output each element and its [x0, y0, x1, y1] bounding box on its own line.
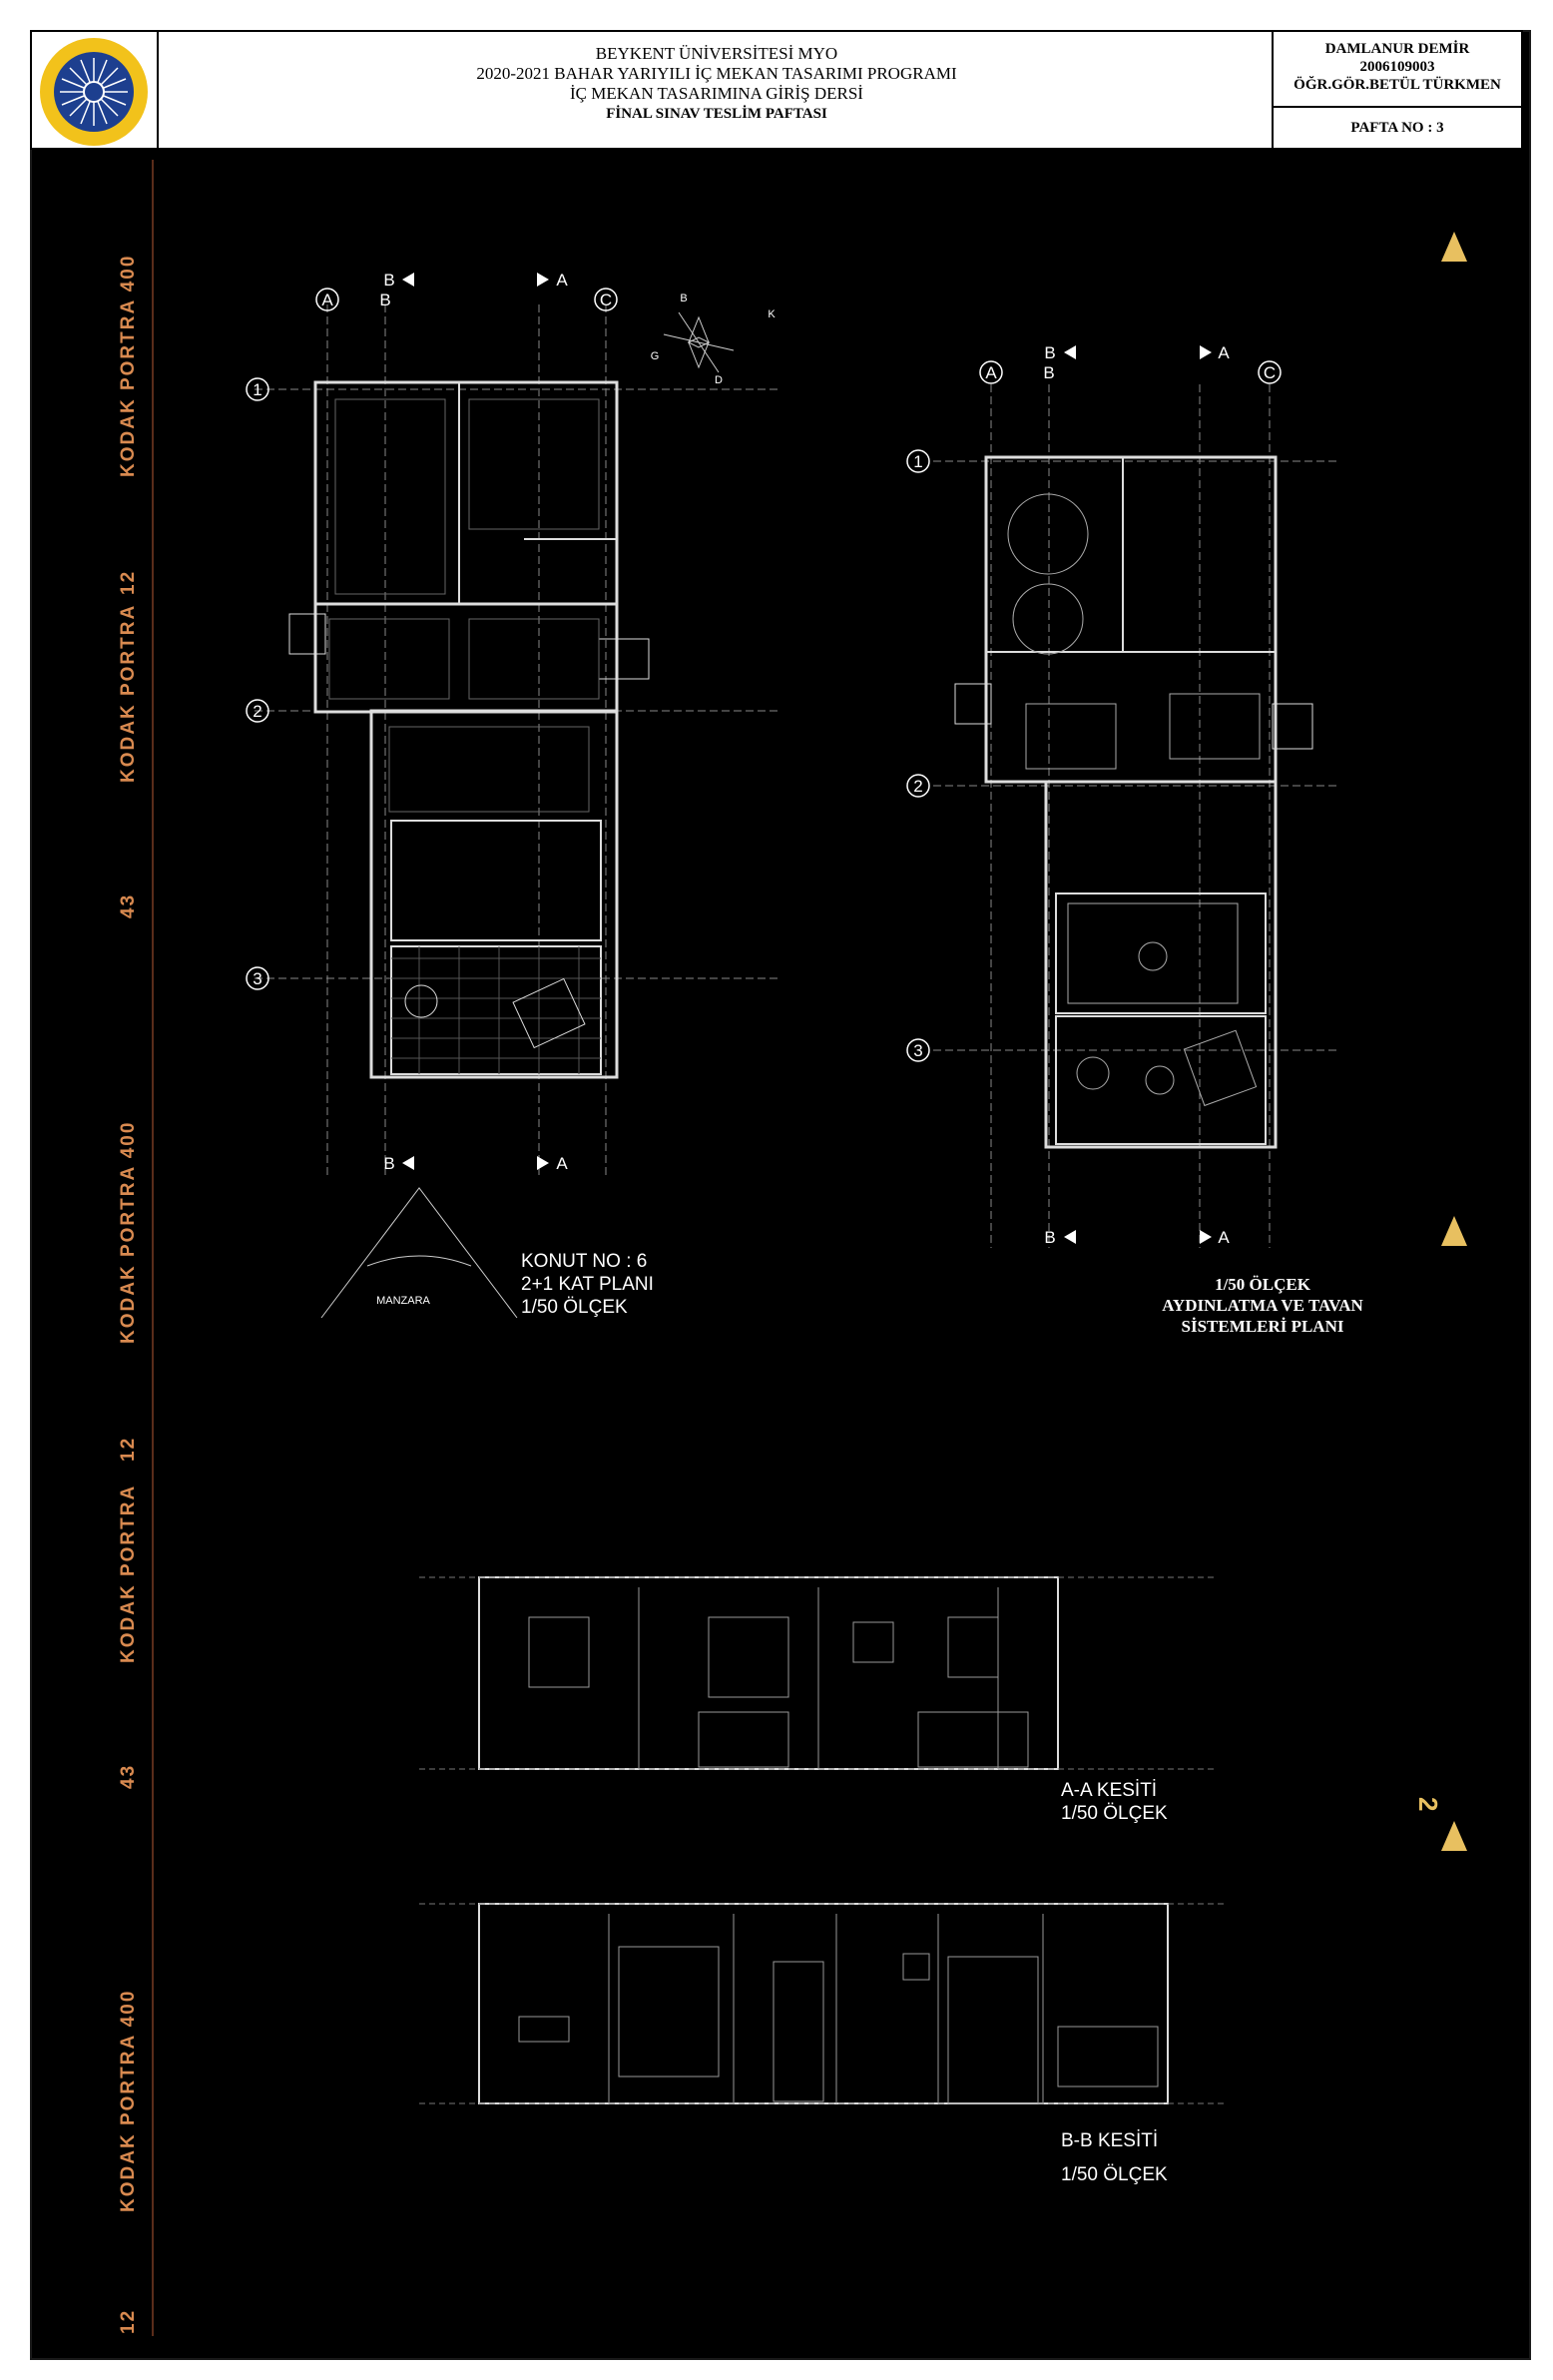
grid-label-col: C	[600, 291, 612, 309]
author-box: DAMLANUR DEMİR 2006109003 ÖĞR.GÖR.BETÜL …	[1272, 32, 1521, 148]
grid-label-row: 3	[913, 1041, 922, 1060]
section-marker: A	[556, 271, 568, 290]
section-bb-caption: B-B KESİTİ 1/50 ÖLÇEK	[1061, 2124, 1168, 2192]
instructor-name: ÖĞR.GÖR.BETÜL TÜRKMEN	[1294, 77, 1501, 93]
section-aa-caption: A-A KESİTİ 1/50 ÖLÇEK	[1061, 1779, 1168, 1825]
student-name: DAMLANUR DEMİR	[1324, 41, 1470, 57]
section-marker: B	[1044, 343, 1055, 362]
plan-caption-line: KONUT NO : 6	[521, 1251, 648, 1272]
lighting-caption-line: AYDINLATMA VE TAVAN	[1162, 1296, 1363, 1315]
university-logo	[34, 34, 154, 150]
section-bb-title: B-B KESİTİ	[1061, 2130, 1159, 2151]
student-number: 2006109003	[1359, 59, 1435, 75]
drawing-sheet	[30, 30, 1531, 2360]
grid-label-col: C	[1264, 363, 1276, 382]
grid-label-row: 3	[253, 969, 261, 988]
compass-label: K	[768, 308, 776, 320]
plan-caption-line: 2+1 KAT PLANI	[521, 1274, 654, 1295]
section-marker: B	[383, 271, 394, 290]
lighting-caption-line: 1/50 ÖLÇEK	[1215, 1275, 1310, 1294]
compass-label: D	[715, 374, 723, 386]
grid-label-col: A	[321, 291, 333, 309]
film-mark-icon	[1441, 232, 1467, 262]
lighting-plan-caption: 1/50 ÖLÇEK AYDINLATMA VE TAVAN SİSTEMLER…	[1158, 1274, 1367, 1337]
title-block: BEYKENT ÜNİVERSİTESİ MYO 2020-2021 BAHAR…	[30, 30, 1523, 150]
film-mark-icon	[1441, 1216, 1467, 1246]
section-marker: A	[556, 1154, 568, 1173]
grid-label-col: B	[379, 291, 390, 309]
section-bb-scale: 1/50 ÖLÇEK	[1061, 2164, 1168, 2185]
plan-caption-line: 1/50 ÖLÇEK	[521, 1297, 628, 1318]
section-marker: B	[1044, 1228, 1055, 1247]
film-mark-icon	[1441, 1821, 1467, 1851]
section-aa-scale: 1/50 ÖLÇEK	[1061, 1803, 1168, 1824]
sheet-purpose: FİNAL SINAV TESLİM PAFTASI	[606, 106, 827, 122]
view-label: MANZARA	[376, 1295, 430, 1307]
section-aa-title: A-A KESİTİ	[1061, 1780, 1158, 1801]
grid-label-row: 1	[913, 452, 922, 471]
plan-caption: KONUT NO : 6 2+1 KAT PLANI 1/50 ÖLÇEK	[521, 1250, 654, 1319]
compass-label: G	[651, 350, 660, 362]
grid-label-col: A	[985, 363, 997, 382]
film-edge-line	[152, 160, 154, 2336]
section-marker: A	[1218, 1228, 1230, 1247]
university-name: BEYKENT ÜNİVERSİTESİ MYO	[595, 44, 838, 63]
section-marker: B	[383, 1154, 394, 1173]
sheet-number: PAFTA NO : 3	[1350, 120, 1444, 136]
compass-label: B	[680, 293, 687, 304]
course-name: İÇ MEKAN TASARIMINA GİRİŞ DERSİ	[570, 84, 863, 103]
grid-label-row: 2	[253, 702, 261, 721]
lighting-caption-line: SİSTEMLERİ PLANI	[1181, 1317, 1344, 1336]
section-marker: A	[1218, 343, 1230, 362]
grid-label-col: B	[1043, 363, 1054, 382]
program-name: 2020-2021 BAHAR YARIYILI İÇ MEKAN TASARI…	[476, 64, 957, 83]
course-info: BEYKENT ÜNİVERSİTESİ MYO 2020-2021 BAHAR…	[157, 32, 1275, 148]
grid-label-row: 1	[253, 380, 261, 399]
grid-label-row: 2	[913, 777, 922, 796]
